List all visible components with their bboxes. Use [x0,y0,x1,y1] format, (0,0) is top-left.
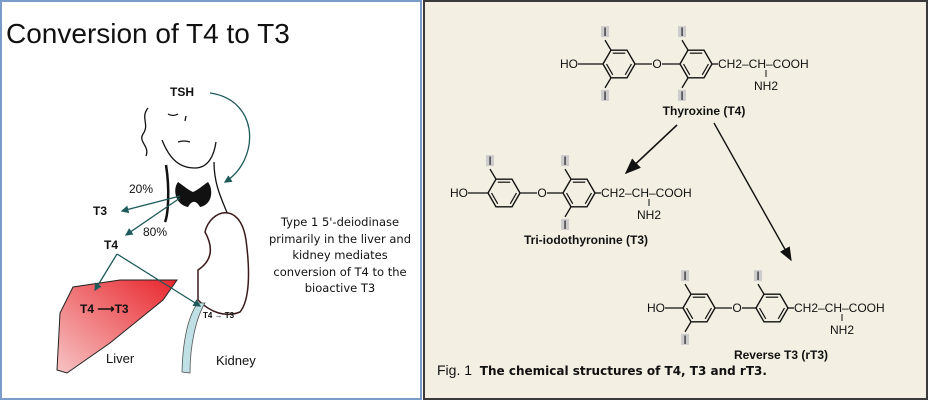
figure-panel [423,0,928,400]
pct-80-label: 80% [143,225,168,239]
svg-text:O: O [652,57,661,71]
kidney-conversion: T4 → T3 [203,311,235,320]
svg-text:NH2: NH2 [754,79,778,93]
figure-caption: Fig. 1 The chemical structures of T4, T3… [437,362,767,378]
face-outline [141,107,229,223]
arrow-t4-to-t3 [624,124,678,175]
svg-text:I: I [756,269,759,283]
svg-text:O: O [732,301,741,315]
svg-text:Reverse T3 (rT3): Reverse T3 (rT3) [734,348,828,362]
svg-text:I: I [563,154,566,168]
thyroid-gland [175,182,212,207]
svg-text:Tri-iodothyronine (T3): Tri-iodothyronine (T3) [524,233,648,247]
deiodinase-description: Type 1 5'-deiodinase primarily in the li… [268,215,411,295]
svg-text:HO: HO [560,57,578,71]
liver-t4: T4 [80,302,95,316]
svg-text:CH2–CH–COOH: CH2–CH–COOH [718,57,809,71]
svg-text:I: I [563,218,566,232]
svg-text:O: O [537,186,546,200]
svg-text:I: I [680,89,683,103]
svg-text:I: I [603,89,606,103]
svg-text:HO: HO [647,301,665,315]
arrows [94,92,251,307]
caption-prefix: Fig. 1 [437,362,473,378]
arrow-right-icon: ⟶ [97,302,115,316]
svg-text:NH2: NH2 [637,208,661,222]
svg-text:Thyroxine (T4): Thyroxine (T4) [663,104,746,118]
caption-text: The chemical structures of T4, T3 and rT… [479,364,767,378]
liver [56,279,178,374]
svg-text:CH2–CH–COOH: CH2–CH–COOH [601,186,692,200]
liver-conversion: T4 ⟶T3 [80,302,129,316]
kidney-label: Kidney [216,353,256,368]
svg-text:I: I [683,333,686,347]
svg-text:I: I [683,269,686,283]
svg-text:I: I [680,25,683,39]
svg-text:I: I [603,25,606,39]
t4-label: T4 [104,238,119,252]
liver-t3: T3 [114,302,129,316]
slide-title: Conversion of T4 to T3 [6,18,290,49]
t3-label: T3 [93,204,108,218]
liver-label: Liver [106,351,135,366]
kidney [197,212,250,316]
svg-text:I: I [488,154,491,168]
svg-text:HO: HO [450,186,468,200]
physiology-diagram [56,92,251,374]
tsh-label: TSH [170,85,194,99]
arrow-t4-to-rt3 [713,122,792,262]
pct-20-label: 20% [129,182,154,196]
ureter [181,302,206,374]
svg-text:CH2–CH–COOH: CH2–CH–COOH [794,301,885,315]
svg-text:NH2: NH2 [830,323,854,337]
